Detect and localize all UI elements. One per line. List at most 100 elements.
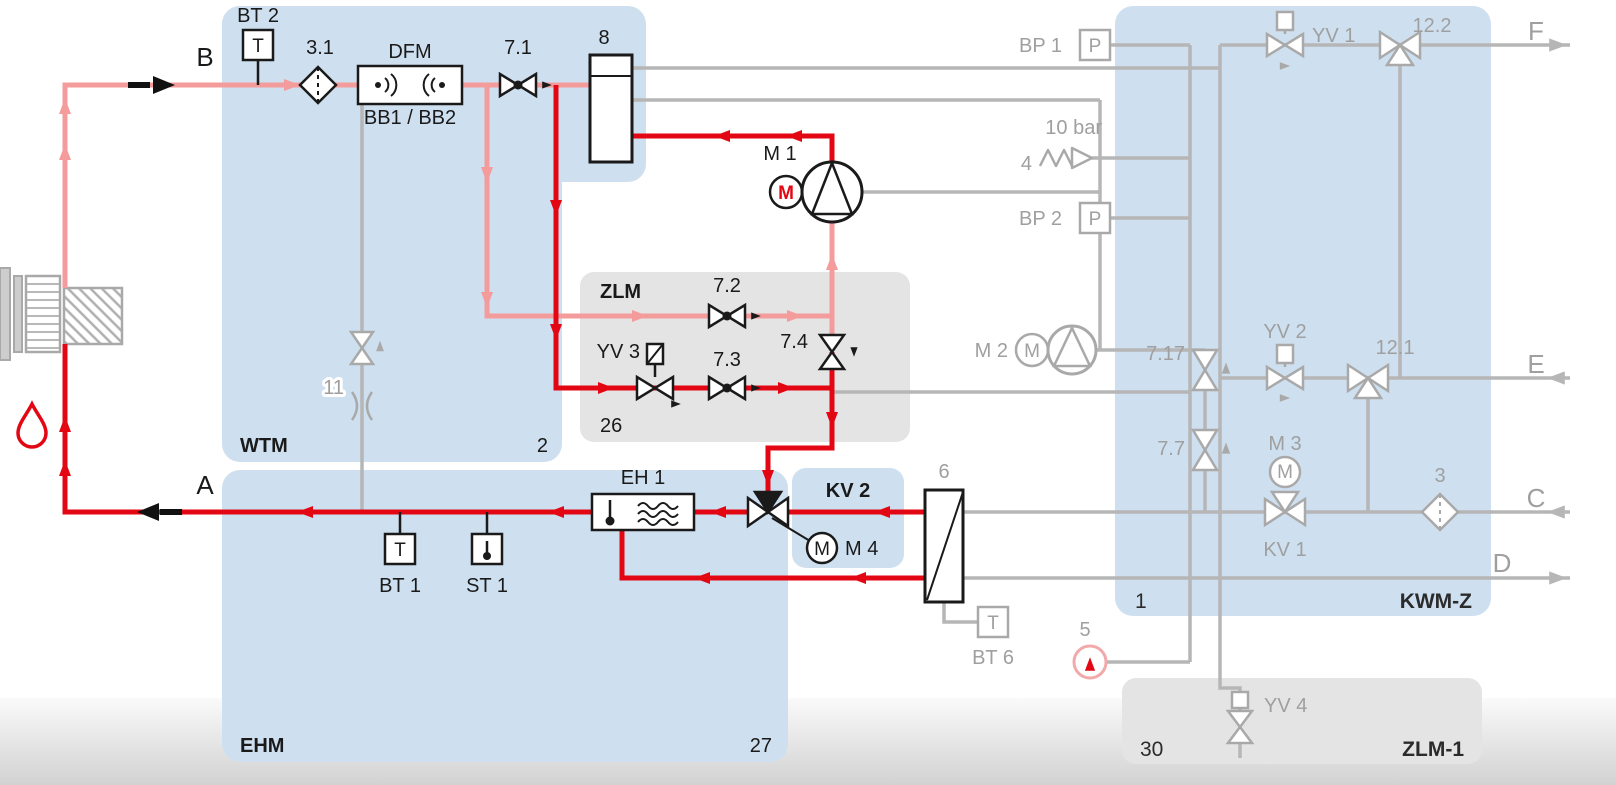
label-kv1: KV 1 [1263,539,1306,561]
sensor-bt6 [976,605,1010,639]
relief-valve-icon [1070,146,1094,170]
spring-icon [1038,148,1074,168]
label-st1: ST 1 [466,575,508,597]
safety-valve-4 [1038,146,1094,170]
active-components [241,28,965,604]
pump-m2 [1014,324,1098,376]
label-port-d: D [1493,548,1512,578]
pipe-eh1-bottom [619,530,925,581]
solenoid-icon [1275,10,1295,32]
valve-yv4 [1225,690,1255,745]
label-valve-72: 7.2 [713,275,741,297]
valve-121 [1346,362,1390,400]
letter-bt1-t: T [394,540,406,561]
valve-122 [1378,29,1422,67]
heating-coil-icon [637,518,679,526]
label-valve-122: 12.2 [1413,15,1452,37]
port-a-arrow [137,503,182,521]
heater-eh1 [590,492,696,532]
letter-bp1-p: P [1089,36,1102,57]
pipe-pump-discharge [632,133,835,162]
label-safety-4: 4 [1021,153,1032,175]
water-droplet-icon [16,400,48,449]
heating-coil-icon [637,510,679,518]
valve-yv3 [635,342,681,408]
valve-yv1 [1265,10,1305,59]
heat-exchanger [0,267,124,361]
inactive-components [0,10,1567,745]
ultrasonic-wave-icon [384,77,390,93]
edge-arrows [1547,38,1567,585]
label-valve-71: 7.1 [504,37,532,59]
valve-77 [1190,428,1220,472]
label-port-c: C [1527,483,1546,513]
motor-icon-m4 [805,531,839,565]
letter-m1: M [778,183,794,204]
label-module-wtm: WTM [240,435,288,457]
valve-717 [1190,348,1220,392]
label-valve-11: 11 [323,377,344,399]
solenoid-icon [1230,690,1250,710]
label-module-wtm-num: 2 [537,435,548,457]
letter-m4: M [814,539,830,560]
filter-31 [298,65,338,105]
valve-kv1-assembly [1263,455,1307,528]
sensor-bt2 [241,28,275,85]
label-module-kwmz-num: 1 [1135,590,1147,613]
ultrasonic-wave-icon [390,73,398,97]
heating-coil-icon [637,502,679,510]
letter-m2: M [1024,341,1040,362]
label-module-zlm1-num: 30 [1140,738,1163,761]
label-m4: M 4 [845,538,878,560]
label-gauge-5: 5 [1079,619,1090,641]
label-filter-31: 3.1 [306,37,334,59]
label-vessel-6: 6 [938,461,949,483]
pipe-bt6-stem [942,602,978,624]
exchanger-flange-outer [0,267,11,361]
label-port-e: E [1527,349,1544,379]
ultrasonic-wave-icon [422,73,430,97]
module-areas [222,6,1491,764]
sensor-bt1 [383,512,417,566]
label-bt1: BT 1 [379,575,421,597]
label-port-a: A [196,470,214,500]
label-dfm: DFM [388,41,431,63]
label-yv2: YV 2 [1263,321,1306,343]
valve-71 [498,71,552,99]
solenoid-icon [1275,343,1295,365]
restrictor-icon [350,391,359,421]
exchanger-core [62,286,124,346]
filter-3 [1420,492,1460,532]
vessel-6 [923,488,965,604]
label-module-kv2: KV 2 [826,480,870,502]
label-bt2: BT 2 [237,5,279,27]
module-ehm [222,470,788,762]
label-bb1-bb2: BB1 / BB2 [364,107,456,129]
label-module-ehm: EHM [240,735,284,757]
label-valve-73: 7.3 [713,349,741,371]
pipe-return-a [62,344,768,515]
label-m2: M 2 [975,340,1008,362]
label-bp2: BP 2 [1019,208,1062,230]
label-module-zlm-num: 26 [600,415,622,437]
restrictor-icon [365,391,374,421]
label-module-ehm-num: 27 [750,735,772,757]
port-b-arrow [128,76,175,94]
valve-74 [817,333,858,371]
label-valve-121: 12.1 [1376,337,1415,359]
thermometer-icon [483,552,491,560]
label-bp1: BP 1 [1019,35,1062,57]
motor-icon-m3 [1268,455,1302,489]
vessel-8 [588,53,634,164]
label-bt6: BT 6 [972,647,1014,669]
exchanger-plate-stack [24,274,62,354]
label-yv1: YV 1 [1312,25,1355,47]
ultrasonic-wave-icon [430,77,436,93]
label-module-zlm1: ZLM-1 [1402,738,1464,761]
letter-bt2-t: T [252,36,264,57]
labels: B A F E C D BT 2 T 3.1 DFM BB1 / BB2 7.1… [196,5,1548,761]
sensor-st1 [470,512,504,566]
valve-11 [348,330,376,421]
label-valve-77: 7.7 [1157,438,1185,460]
